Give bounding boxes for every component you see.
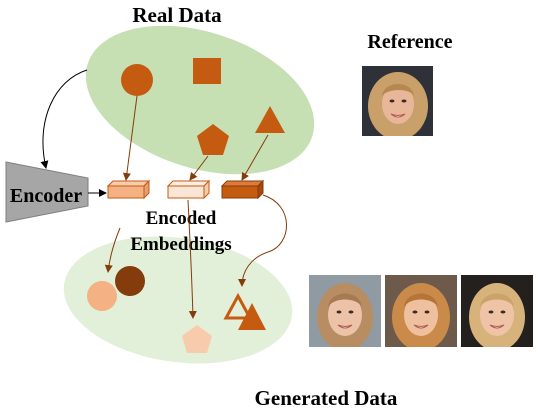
arrow-embedding2-to-generated bbox=[187, 199, 197, 319]
encoded-label-line2: Embeddings bbox=[130, 234, 231, 255]
reference-title: Reference bbox=[367, 31, 452, 53]
generated-face-photo-2 bbox=[385, 275, 457, 347]
generated-circle-light bbox=[87, 281, 117, 311]
encoder-block bbox=[5, 161, 89, 223]
arrow-realdata-to-encoder bbox=[40, 69, 88, 169]
generated-triangle-filled bbox=[238, 303, 266, 330]
real-data-title: Real Data bbox=[132, 3, 222, 27]
embedding-block-2 bbox=[166, 179, 211, 200]
arrow-triangle-to-embedding bbox=[241, 134, 269, 181]
embedding-block-1 bbox=[106, 179, 151, 200]
embedding-block-3 bbox=[220, 179, 265, 200]
real-data-region bbox=[85, 25, 315, 175]
reference-face-photo bbox=[362, 66, 433, 136]
generated-triangle-outline bbox=[223, 292, 253, 320]
encoder-label: Encoder bbox=[10, 185, 82, 207]
arrow-embedding3-to-generated bbox=[238, 194, 287, 287]
real-pentagon-shape bbox=[197, 124, 229, 155]
generated-data-region bbox=[63, 236, 293, 364]
generated-circle-dark bbox=[115, 266, 145, 296]
real-square-shape bbox=[193, 58, 221, 84]
real-circle-shape bbox=[121, 64, 153, 96]
encoded-label-line1: Encoded bbox=[146, 208, 217, 229]
generated-face-photo-3 bbox=[461, 275, 533, 347]
real-triangle-shape bbox=[255, 106, 285, 133]
generated-face-photo-1 bbox=[309, 275, 381, 347]
arrow-circle-to-embedding bbox=[122, 95, 138, 181]
arrow-pentagon-to-embedding bbox=[189, 155, 209, 181]
arrow-embedding1-to-generated bbox=[104, 227, 121, 273]
generated-pentagon-shape bbox=[182, 325, 212, 353]
generated-data-title: Generated Data bbox=[255, 386, 398, 410]
